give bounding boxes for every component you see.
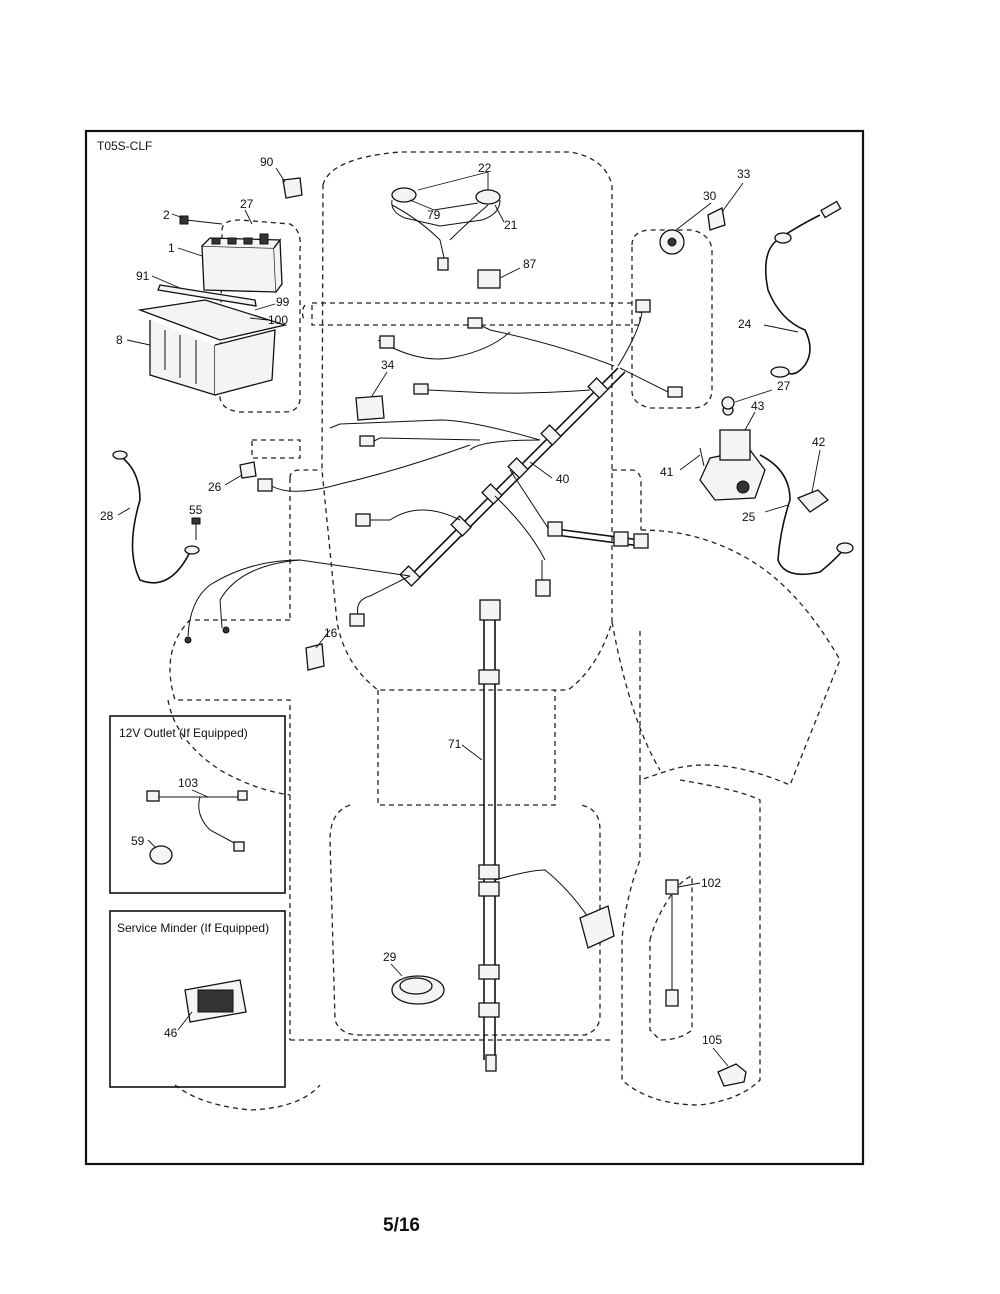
- leader-lines: [117, 167, 821, 1067]
- relay-87: [477, 269, 501, 289]
- label-59: 59: [131, 834, 145, 848]
- part-90: [282, 177, 303, 199]
- part-labels: 90 22 79 21 87 27 2 1 91 99 100 8 30 33 …: [100, 155, 826, 1047]
- label-55: 55: [189, 503, 203, 517]
- label-91: 91: [136, 269, 150, 283]
- part-105: [717, 1063, 747, 1087]
- cable-25: [759, 454, 846, 576]
- battery-1: [201, 233, 283, 293]
- label-27-right: 27: [777, 379, 791, 393]
- label-22: 22: [478, 161, 492, 175]
- label-46: 46: [164, 1026, 178, 1040]
- label-99: 99: [276, 295, 290, 309]
- label-40: 40: [556, 472, 570, 486]
- boot-42: [796, 489, 830, 513]
- solenoid-43: [699, 404, 766, 501]
- label-8: 8: [116, 333, 123, 347]
- label-24: 24: [738, 317, 752, 331]
- label-42: 42: [812, 435, 826, 449]
- part-16: [305, 643, 325, 671]
- tractor-outline: [167, 151, 841, 1111]
- battery-tray-8: [137, 299, 288, 396]
- part-102: [665, 879, 679, 1007]
- label-1: 1: [168, 241, 175, 255]
- label-105: 105: [702, 1033, 722, 1047]
- label-71: 71: [448, 737, 462, 751]
- label-43: 43: [751, 399, 765, 413]
- label-33: 33: [737, 167, 751, 181]
- headlight-harness: [391, 187, 501, 271]
- service-minder-inset-title: Service Minder (If Equipped): [117, 921, 269, 935]
- page-number: 5/16: [383, 1215, 420, 1236]
- label-28: 28: [100, 509, 114, 523]
- label-27-top: 27: [240, 197, 254, 211]
- strap-91: [157, 284, 257, 307]
- diagram-code: T05S-CLF: [97, 139, 152, 153]
- label-103: 103: [178, 776, 198, 790]
- outlet-59: [149, 845, 173, 865]
- part-26: [239, 461, 257, 479]
- switch-34: [355, 395, 385, 421]
- inset-service-minder: Service Minder (If Equipped): [109, 910, 286, 1088]
- bolt-41: [699, 447, 705, 467]
- label-41: 41: [660, 465, 674, 479]
- label-2: 2: [163, 208, 170, 222]
- harness-71: [478, 599, 615, 1072]
- part-29: [391, 975, 445, 1005]
- bolt-2: [185, 219, 223, 225]
- diagram-frame: [84, 129, 865, 1166]
- cable-28: [112, 450, 200, 584]
- label-29: 29: [383, 950, 397, 964]
- label-102: 102: [701, 876, 721, 890]
- label-87: 87: [523, 257, 537, 271]
- label-16: 16: [324, 626, 338, 640]
- label-100: 100: [268, 313, 288, 327]
- label-34: 34: [381, 358, 395, 372]
- nut-27: [721, 396, 735, 410]
- label-90: 90: [260, 155, 274, 169]
- label-79: 79: [427, 208, 441, 222]
- label-21: 21: [504, 218, 518, 232]
- label-30: 30: [703, 189, 717, 203]
- wiring-harness-40: [184, 299, 683, 644]
- cable-24: [764, 200, 842, 378]
- outlet-inset-title: 12V Outlet (If Equipped): [119, 726, 248, 740]
- label-25: 25: [742, 510, 756, 524]
- inset-12v-outlet: 12V Outlet (If Equipped): [109, 715, 286, 894]
- ignition-switch-30: [659, 229, 685, 255]
- label-26: 26: [208, 480, 222, 494]
- part-33: [707, 207, 726, 231]
